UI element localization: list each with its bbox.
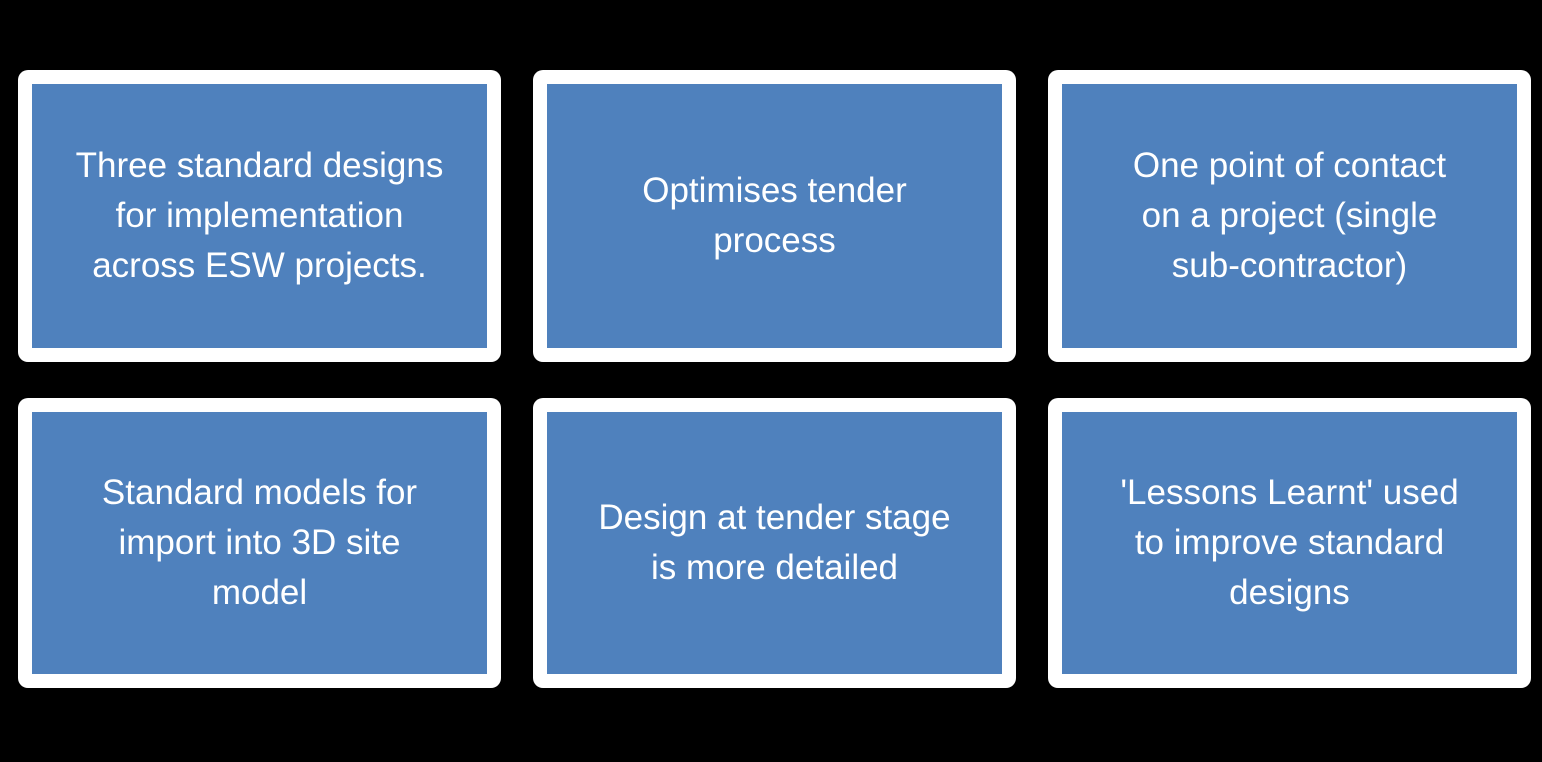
benefit-text: Optimises tender process (642, 171, 907, 260)
benefit-box-fill: Standard models for import into 3D site … (32, 412, 487, 674)
benefit-text: Three standard designs for implementatio… (75, 146, 444, 285)
benefit-box-standard-models: Standard models for import into 3D site … (18, 398, 501, 688)
benefit-box-lessons-learnt: 'Lessons Learnt' used to improve standar… (1048, 398, 1531, 688)
benefit-box-fill: One point of contact on a project (singl… (1062, 84, 1517, 348)
benefit-box-fill: Design at tender stage is more detailed (547, 412, 1002, 674)
benefits-grid: Three standard designs for implementatio… (18, 70, 1531, 688)
benefit-text: One point of contact on a project (singl… (1132, 146, 1447, 285)
benefit-box-fill: Optimises tender process (547, 84, 1002, 348)
benefit-box-single-contact: One point of contact on a project (singl… (1048, 70, 1531, 362)
benefit-text: Design at tender stage is more detailed (598, 498, 951, 587)
benefit-box-detailed-design: Design at tender stage is more detailed (533, 398, 1016, 688)
benefit-text: Standard models for import into 3D site … (101, 473, 418, 612)
benefit-box-tender-process: Optimises tender process (533, 70, 1016, 362)
benefit-box-fill: 'Lessons Learnt' used to improve standar… (1062, 412, 1517, 674)
benefit-box-fill: Three standard designs for implementatio… (32, 84, 487, 348)
benefit-box-standard-designs: Three standard designs for implementatio… (18, 70, 501, 362)
benefit-text: 'Lessons Learnt' used to improve standar… (1120, 473, 1459, 612)
